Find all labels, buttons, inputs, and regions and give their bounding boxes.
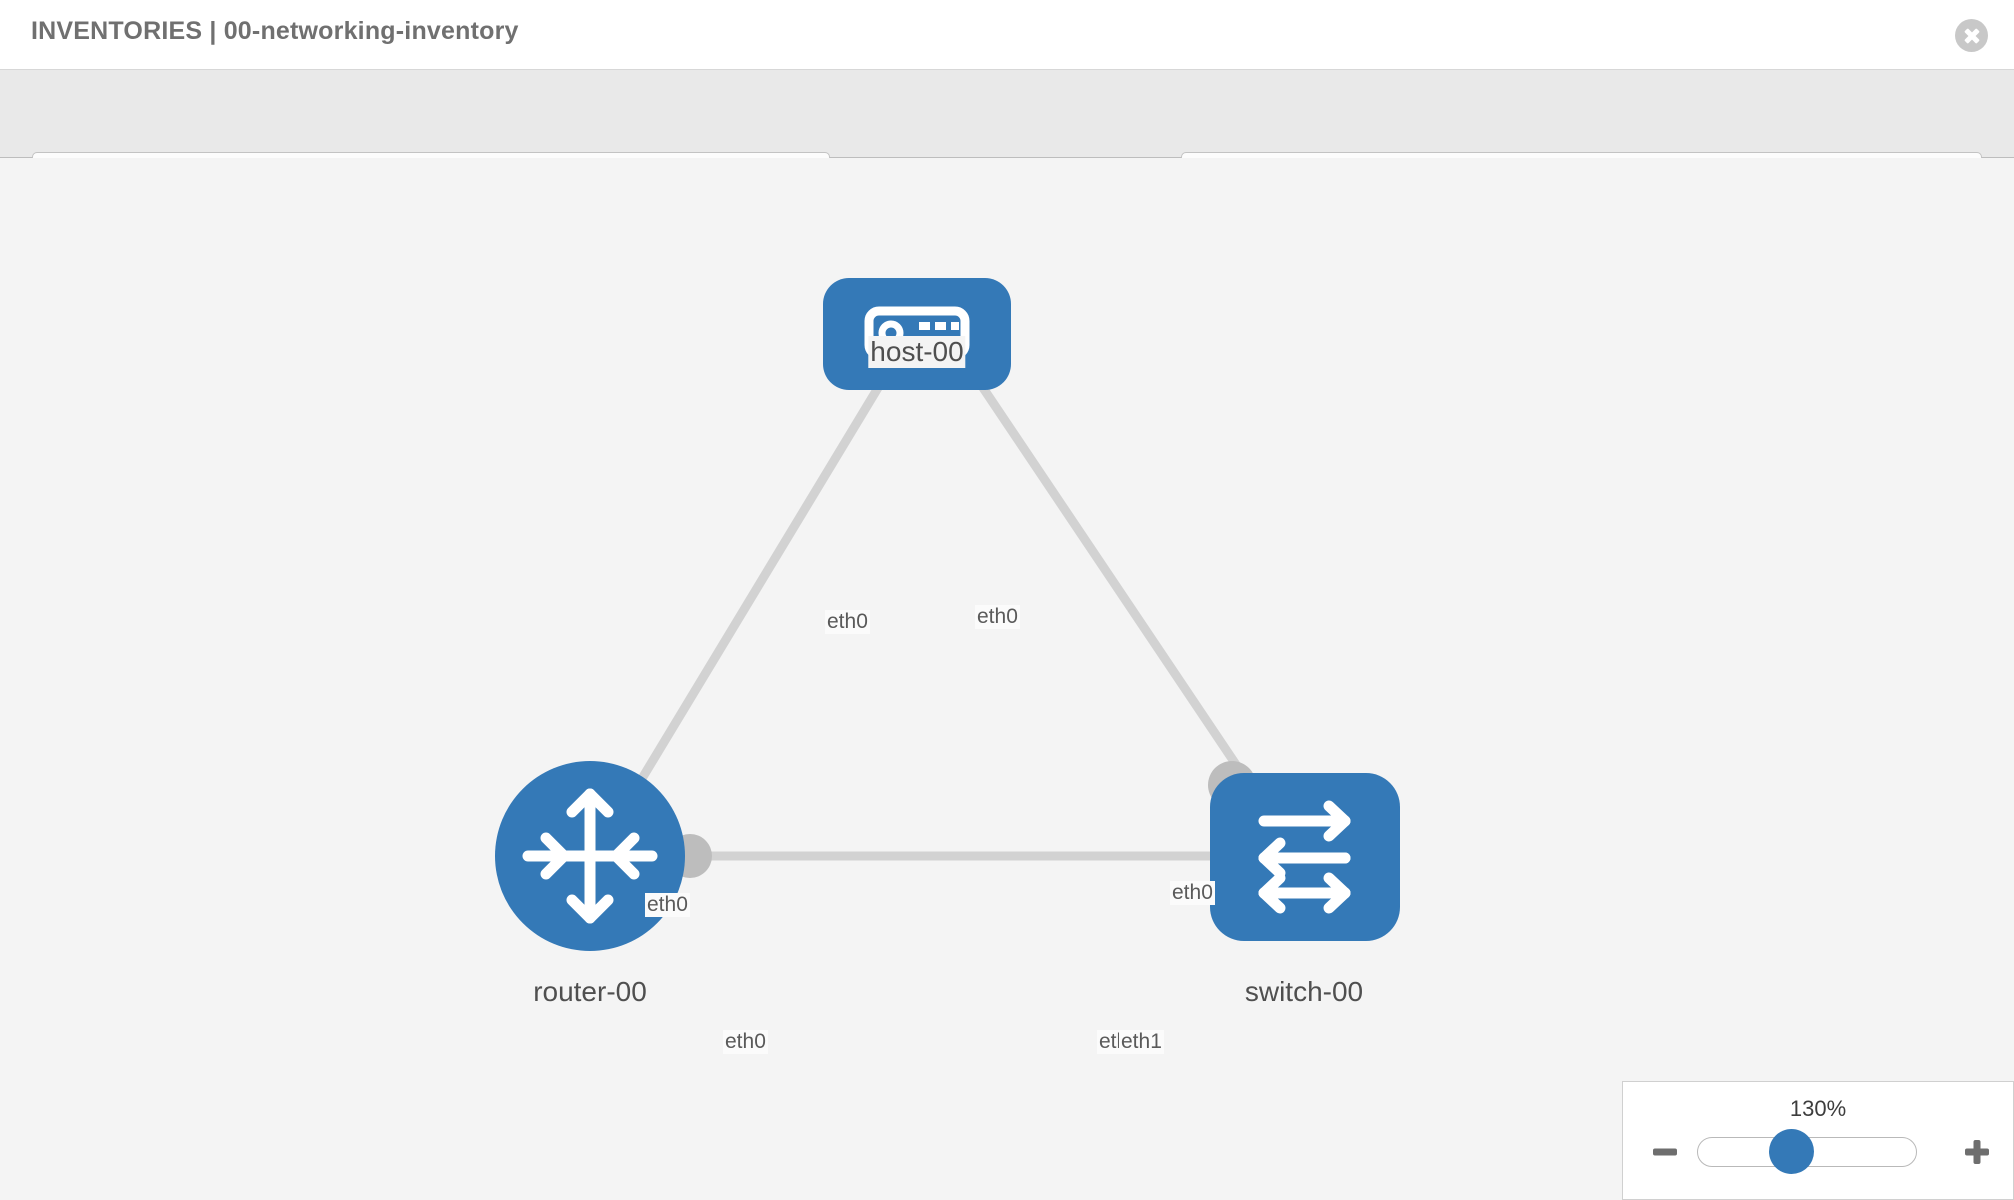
page-title: INVENTORIES | 00-networking-inventory xyxy=(31,17,519,45)
topology-graph xyxy=(495,278,1400,951)
link-host00-router00[interactable] xyxy=(596,360,897,851)
node-label-router-00: router-00 xyxy=(531,976,649,1008)
switch-arrows-icon-lower xyxy=(1258,872,1351,914)
zoom-slider-thumb[interactable] xyxy=(1769,1129,1814,1174)
topology-canvas[interactable]: host-00 router-00 switch-00 eth0 eth0 et… xyxy=(0,158,2014,1200)
iface-label-router00-east: eth0 xyxy=(723,1030,768,1054)
node-switch-00[interactable] xyxy=(1210,773,1400,941)
zoom-control-panel: 130% xyxy=(1622,1081,2014,1200)
iface-label-host00-right: eth0 xyxy=(975,605,1020,629)
node-router-00[interactable] xyxy=(495,761,685,951)
toolbar: ACTIONS SEARCH xyxy=(0,70,2014,203)
router-arrows-icon xyxy=(522,788,658,924)
node-label-switch-00: switch-00 xyxy=(1242,976,1366,1008)
iface-label-switch00-west-eth1: eth1 xyxy=(1119,1030,1164,1054)
node-label-host-00: host-00 xyxy=(868,336,966,368)
zoom-out-button[interactable] xyxy=(1651,1138,1679,1166)
topology-links xyxy=(596,358,1296,861)
close-icon[interactable] xyxy=(1955,19,1988,52)
zoom-level-value: 130% xyxy=(1789,1096,1847,1121)
iface-label-switch00-north: eth0 xyxy=(1170,881,1215,905)
iface-label-router00-north: eth0 xyxy=(645,893,690,917)
iface-label-host00-left: eth0 xyxy=(825,610,870,634)
page-header: INVENTORIES | 00-networking-inventory xyxy=(0,0,2014,70)
node-host-00[interactable] xyxy=(823,278,1011,390)
link-connectors xyxy=(668,328,1256,878)
zoom-in-button[interactable] xyxy=(1963,1138,1991,1166)
